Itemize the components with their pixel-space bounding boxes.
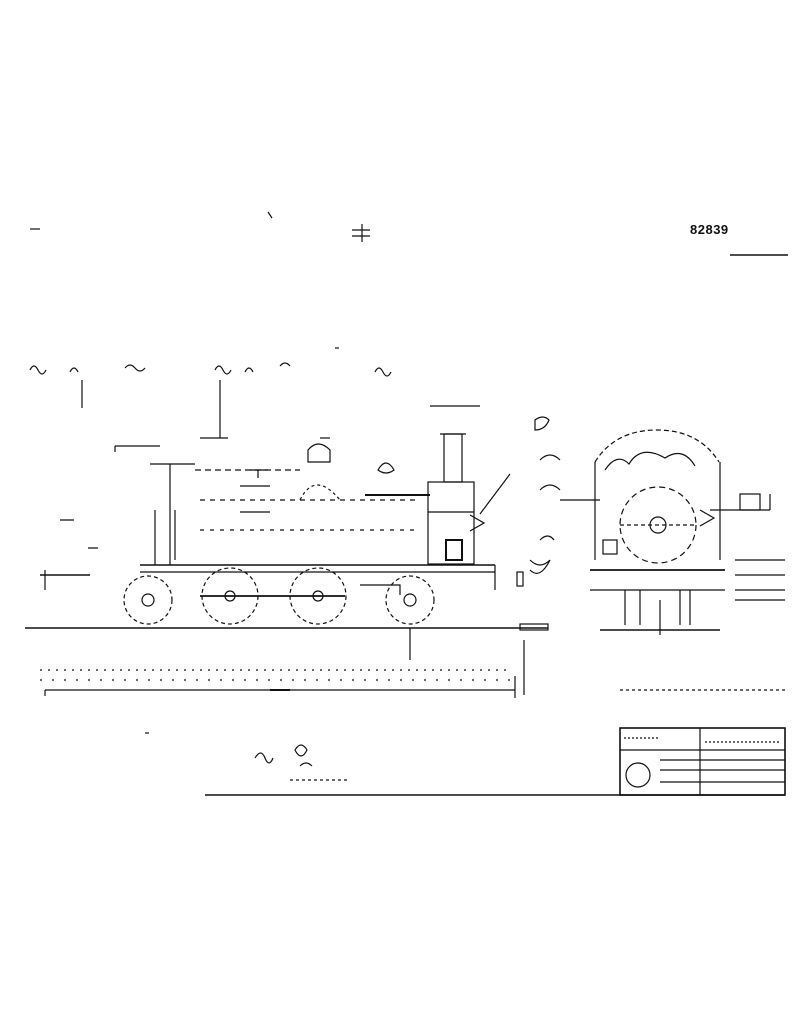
drawing-number: 82839 bbox=[690, 222, 729, 237]
pilot-detail bbox=[529, 416, 600, 574]
side-elevation bbox=[25, 405, 549, 695]
dimension-callouts bbox=[29, 347, 392, 439]
title-block bbox=[619, 727, 786, 796]
length-dimensions bbox=[40, 669, 785, 698]
front-elevation bbox=[590, 429, 785, 635]
emblem-seal bbox=[625, 762, 651, 788]
handwritten-note bbox=[145, 732, 350, 781]
top-register-marks bbox=[30, 211, 788, 256]
